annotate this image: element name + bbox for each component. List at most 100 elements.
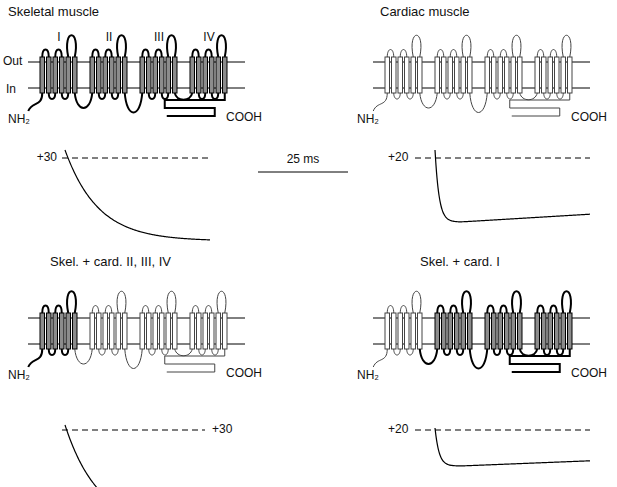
loop [412,35,421,57]
transmembrane-segment [153,313,158,349]
channel-topology [373,35,590,99]
loop [67,35,76,57]
loop [212,349,219,355]
transmembrane-segment [47,57,52,93]
loop [199,349,206,355]
transmembrane-segment [210,57,215,93]
transmembrane-segment [140,313,145,349]
c-terminus [510,93,570,116]
loop [92,306,99,314]
interdomain-linker [420,93,438,108]
channel-topology [28,291,245,355]
loop [562,291,571,313]
transmembrane-segment [385,57,390,93]
interdomain-linker [75,349,93,364]
n-terminus [373,93,387,111]
transmembrane-segment [166,313,171,349]
scale-bar [258,172,348,173]
transmembrane-segment [485,313,490,349]
loop [112,93,119,99]
transmembrane-segment [435,57,440,93]
loop [212,93,219,99]
loop [544,93,551,99]
transmembrane-segment [166,57,171,93]
loop [494,349,501,355]
loop [437,306,444,314]
transmembrane-segment [190,57,195,93]
loop [507,93,514,99]
reference-dashed-line [62,430,205,431]
interdomain-linker [125,349,143,369]
transmembrane-segment [73,313,78,349]
loop [412,291,421,313]
loop [117,291,126,313]
loop [444,349,451,355]
c-terminus [510,349,570,372]
voltage-label: +30 [212,423,232,436]
transmembrane-segment [147,57,152,93]
loop [562,35,571,57]
loop [487,306,494,314]
transmembrane-segment [203,57,208,93]
transmembrane-segment [66,57,71,93]
loop [99,349,106,355]
loop [149,93,156,99]
transmembrane-segment [103,57,108,93]
transmembrane-segment [505,57,510,93]
n-terminus [28,93,42,111]
loop [149,349,156,355]
transmembrane-segment [90,57,95,93]
current-trace [435,150,590,222]
transmembrane-segment [568,57,573,93]
loop [55,50,62,58]
transmembrane-segment [418,57,423,93]
transmembrane-segment [40,313,45,349]
n-terminus [373,349,387,367]
interdomain-linker [470,349,488,369]
transmembrane-segment [435,313,440,349]
transmembrane-segment [548,57,553,93]
loop [49,349,56,355]
loop [55,306,62,314]
loop [512,35,521,57]
voltage-label: +20 [388,423,408,436]
transmembrane-segment [216,57,221,93]
terminus-label: COOH [226,111,262,124]
loop [544,349,551,355]
c-terminus [165,349,225,372]
channel-topology [373,291,590,355]
transmembrane-segment [197,57,202,93]
loop [42,306,49,314]
transmembrane-segment [190,313,195,349]
transmembrane-segment [511,313,516,349]
transmembrane-segment [160,313,165,349]
transmembrane-segment [518,57,523,93]
transmembrane-segment [568,313,573,349]
transmembrane-segment [123,313,128,349]
transmembrane-segment [216,313,221,349]
transmembrane-segment [461,57,466,93]
transmembrane-segment [123,57,128,93]
transmembrane-segment [197,313,202,349]
loop [67,291,76,313]
loop [462,35,471,57]
transmembrane-segment [411,313,416,349]
panel-title: Skel. + card. I [420,255,500,269]
transmembrane-segment [542,57,547,93]
loop [537,50,544,58]
loop [192,50,199,58]
terminus-label: COOH [571,111,607,124]
terminus-label: NH₂ [8,369,30,382]
loop [500,50,507,58]
side-label: In [6,83,16,96]
loop [512,291,521,313]
loop [49,93,56,99]
reference-dashed-line [415,158,590,159]
side-label: Out [3,55,22,68]
loop [205,306,212,314]
loop [487,50,494,58]
transmembrane-segment [518,313,523,349]
loop [167,291,176,313]
